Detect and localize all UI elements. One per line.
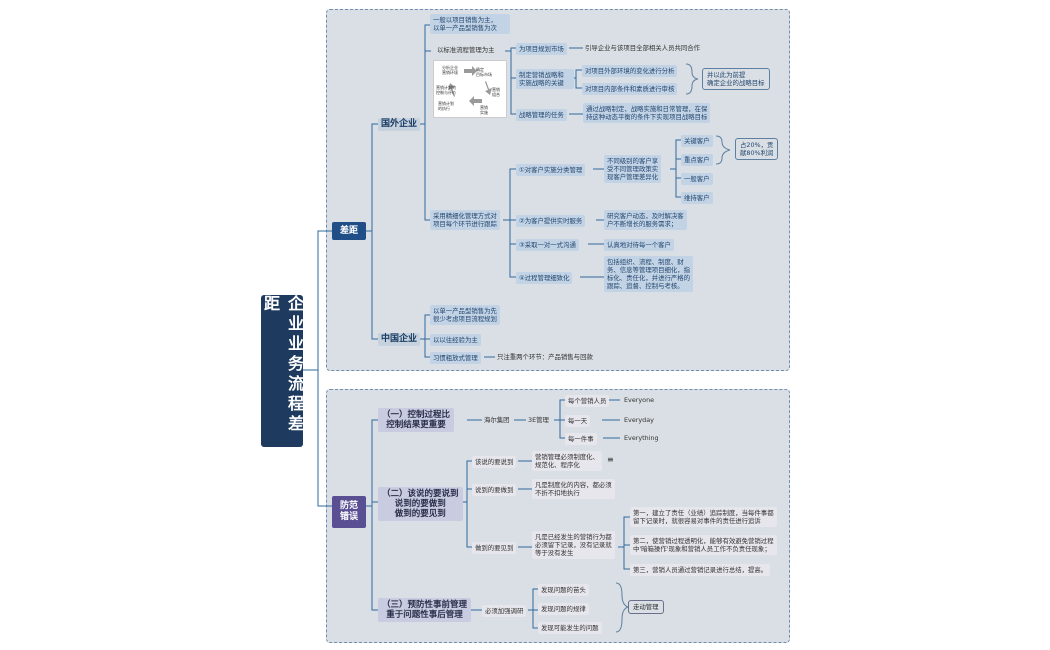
section-gap: 差距 (332, 222, 366, 240)
china-enterprise: 中国企业 (378, 333, 421, 346)
strategy-key: 制定营销战略和 实施战略的关键 (516, 69, 574, 89)
section-prevent: 防范 错误 (332, 496, 366, 528)
three-e-management: 3E管理 (528, 416, 549, 424)
research: 必须加强调研 (482, 605, 527, 617)
reason-1: 第一，建立了责任（业绩）追踪制度，当每件事都 留下记录时，就很容易对事件的责任进… (630, 507, 777, 527)
haier-group: 海尔集团 (484, 416, 510, 424)
diagram-label-4: 营销 实施 (480, 105, 488, 115)
everyone: Everyone (624, 396, 655, 404)
find-potential: 发现可能发生的问题 (538, 622, 602, 634)
reason-3: 第三，营销人员通过营销记录进行总结，提高。 (630, 564, 771, 576)
should-do-detail: 凡是制度化的内容，都必须 不折不扣地执行 (532, 479, 615, 499)
everything: Everything (624, 434, 659, 442)
key-customer: 关键客户 (681, 135, 713, 147)
diagram-label-1: 分析企业 营销环境 (442, 65, 458, 75)
process-detail-content: 包括组织、流程、制度、财 务、信息等管理项目细化，指 标化、责任化，并进行严格的… (604, 256, 694, 292)
plan-market-detail: 引导企业与该项目全部相关人员共同合作 (585, 44, 701, 52)
customer-classification: ①对客户实施分类管理 (516, 164, 586, 176)
foreign-n1: 一般以项目销售为主， 以单一产品型销售为次 (430, 14, 510, 34)
should-say: 该说的要说到 (472, 456, 517, 468)
diagram-label-5: 营销计划 的执行 (438, 101, 454, 111)
marketing-process-diagram: 分析企业 营销环境 确定 目标市场 营销 组合 营销 实施 营销计划 的执行 营… (433, 60, 507, 118)
strategy-task-detail: 通过战略制定、战略实施和日常管理，在保 持这种动态平衡的条件下实现项目战略目标 (583, 103, 711, 123)
every-salesperson: 每个营销人员 (565, 395, 610, 407)
find-patterns: 发现问题的规律 (538, 603, 589, 615)
maintain-customer: 维持客户 (681, 192, 713, 204)
realtime-service: ②为客户提供实时服务 (516, 215, 586, 227)
root-title: 企业业务流程差距 (261, 295, 304, 447)
customer-policy: 不同级别的客户享 受不同管理政策实 现客户管理差异化 (604, 155, 662, 183)
fine-management: 采用精细化管理方式对 项目每个环节进行跟踪 (430, 210, 500, 230)
external-analysis: 对项目外部环境的变化进行分析 (582, 65, 678, 77)
internal-review: 对项目内部条件和素质进行审核 (582, 83, 678, 95)
should-see: 做到的要见到 (472, 542, 517, 554)
one-to-one-detail: 认真地对待每一个客户 (604, 239, 674, 251)
strategy-goal-note: 并以此为前提 确定企业的战略目标 (702, 68, 770, 90)
every-thing: 每一件事 (565, 433, 597, 445)
process-detail: ④过程管理细致化 (516, 272, 573, 284)
focus-customer: 重点客户 (681, 154, 713, 166)
diagram-label-2: 确定 目标市场 (476, 67, 492, 77)
prevent-p1: （一）控制过程比 控制结果更重要 (378, 408, 455, 432)
diagram-label-3: 营销 组合 (492, 87, 500, 97)
diagram-label-6: 营销计划的 控制与评价 (436, 85, 456, 95)
foreign-enterprise: 国外企业 (378, 118, 421, 131)
reason-2: 第二，使营销过程透明化，能够有效避免营销过程 中'暗箱操作'现象和营销人员工作不… (630, 535, 777, 555)
china-n2: 以以往经验为主 (430, 334, 481, 346)
general-customer: 一般客户 (681, 173, 713, 185)
prevent-p3: （三）预防性事前管理 重于问题性事后管理 (378, 598, 472, 622)
everyday: Everyday (624, 416, 654, 424)
every-day: 每一天 (565, 415, 591, 427)
one-to-one: ③采取一对一式沟通 (516, 239, 579, 251)
china-n1: 以单一产品型销售为先 很少考虑项目流程规划 (430, 305, 500, 325)
china-n3: 习惯粗放式管理 (430, 352, 481, 364)
realtime-service-detail: 研究客户动态，及时解决客 户不断增长的服务需求； (604, 210, 687, 230)
plan-market: 为项目规划市场 (516, 43, 567, 55)
walk-management: 走动管理 (628, 600, 664, 614)
strategy-task: 战略管理的任务 (516, 109, 567, 121)
menu-icon: ≡ (607, 455, 614, 464)
profit-note: 占20%，贡 献80%利润 (735, 138, 779, 160)
should-do: 说到的要做到 (472, 484, 517, 496)
should-see-detail: 凡是已经发生的营销行为都 必须留下记录，没有记录就 等于没有发生 (532, 531, 615, 559)
foreign-n2: 以标准流程管理为主 (437, 46, 495, 54)
should-say-detail: 营销管理必须制度化、 规范化、程序化 (532, 451, 602, 471)
china-n3-detail: 只注重两个环节：产品销售与回款 (497, 353, 593, 361)
prevent-p2: （二）该说的要说到 说到的要做到 做到的要见到 (378, 487, 463, 521)
find-signs: 发现问题的苗头 (538, 584, 589, 596)
